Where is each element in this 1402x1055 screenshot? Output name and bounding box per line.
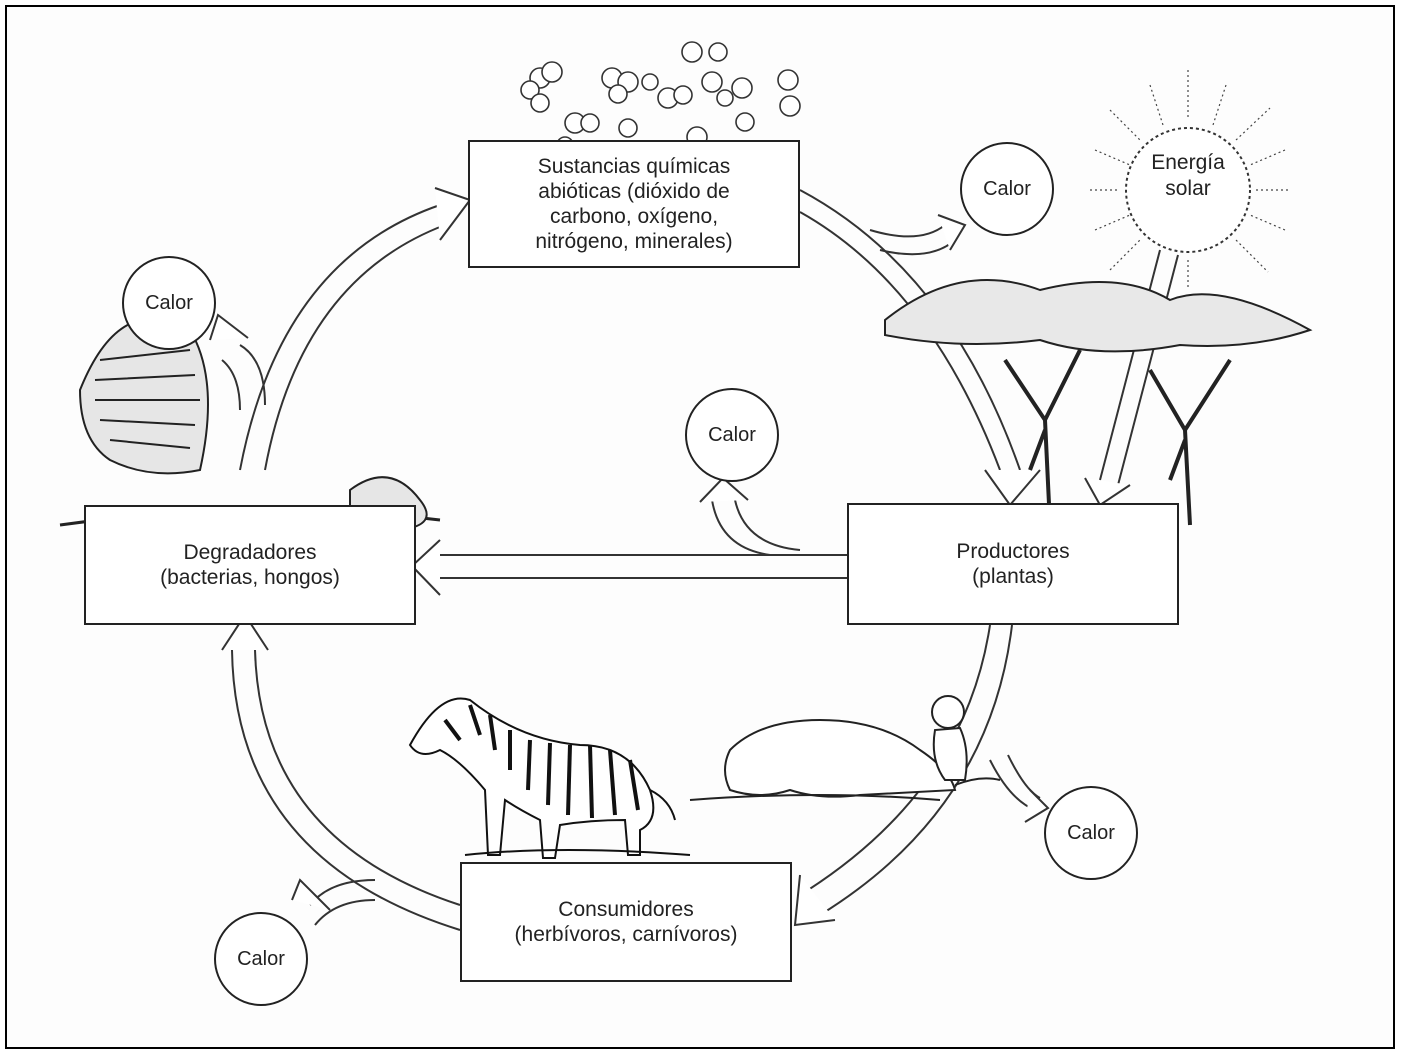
heat-label: Calor [983, 178, 1031, 200]
heat-circle-producers: Calor [685, 388, 779, 482]
sun-label: Energía solar [1140, 150, 1236, 202]
consumers-line-2: (herbívoros, carnívoros) [514, 923, 738, 946]
chemicals-line-3: carbono, oxígeno, [549, 205, 719, 228]
sun-icon [1090, 70, 1290, 290]
heat-arrows [209, 214, 1050, 926]
consumers-box: Consumidores (herbívoros, carnívoros) [460, 862, 792, 982]
decomposers-box: Degradadores (bacterias, hongos) [84, 505, 416, 625]
heat-label: Calor [1067, 822, 1115, 844]
consumers-line-1: Consumidores [558, 898, 694, 921]
sun-line-1: Energía [1151, 151, 1225, 174]
cycle-arrows [221, 187, 1179, 931]
arrow-consumers-to-decomposers [254, 649, 461, 906]
heat-label: Calor [708, 424, 756, 446]
heat-circle-chemicals: Calor [960, 142, 1054, 236]
molecules-icon [520, 41, 801, 176]
heat-circle-consumers: Calor [214, 912, 308, 1006]
heat-circle-decomposers: Calor [122, 256, 216, 350]
chemicals-line-1: Sustancias químicas [537, 155, 731, 178]
producers-line-2: (plantas) [972, 565, 1054, 588]
heat-circle-carnivores: Calor [1044, 786, 1138, 880]
heat-label: Calor [145, 292, 193, 314]
zebra-icon [408, 697, 691, 859]
chemicals-line-2: abióticas (dióxido de [538, 180, 730, 203]
arrow-decomposers-to-chemicals [239, 204, 441, 471]
decomposers-line-1: Degradadores [183, 541, 317, 564]
chemicals-box: Sustancias químicas abióticas (dióxido d… [468, 140, 800, 268]
producers-line-1: Productores [956, 540, 1070, 563]
decomposers-line-2: (bacterias, hongos) [160, 566, 340, 589]
sun-line-2: solar [1165, 177, 1211, 200]
lion-icon [689, 695, 1001, 801]
producers-box: Productores (plantas) [847, 503, 1179, 625]
chemicals-line-4: nitrógeno, minerales) [535, 230, 733, 253]
heat-label: Calor [237, 948, 285, 970]
arrow-sun-to-producers [1099, 249, 1161, 481]
